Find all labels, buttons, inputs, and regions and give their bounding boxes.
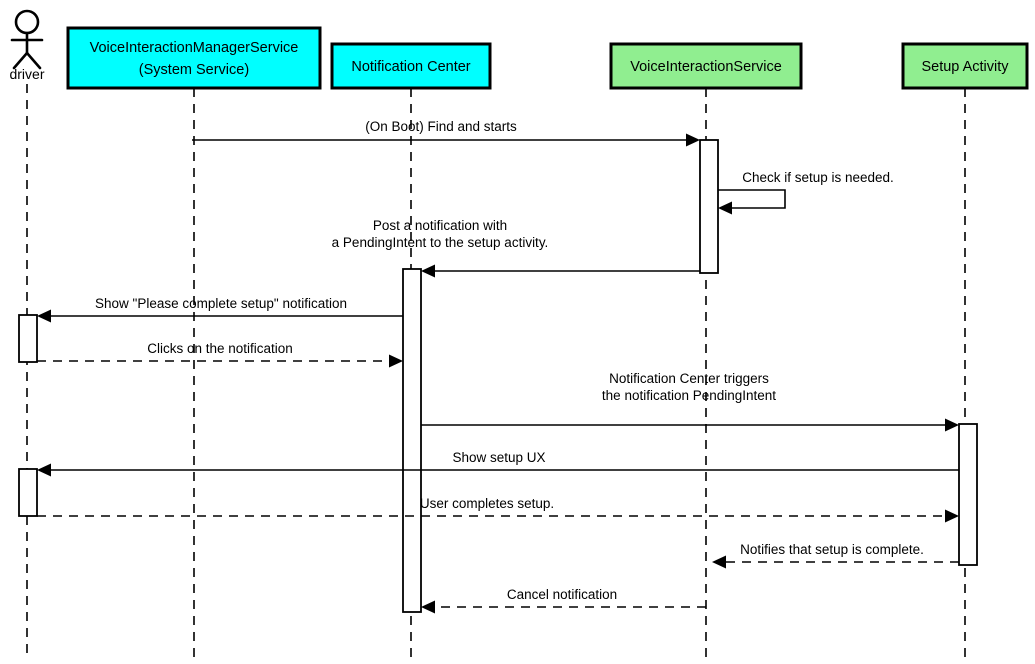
message-label-msg-8: User completes setup. <box>420 496 554 511</box>
lifelines-layer <box>26 84 966 660</box>
arrow-head-msg-1 <box>686 133 700 147</box>
message-label-msg-10: Cancel notification <box>507 587 617 602</box>
message-label-msg-1: (On Boot) Find and starts <box>365 119 517 134</box>
actor-leg-right-icon <box>25 51 42 70</box>
arrow-head-msg-9 <box>712 555 726 569</box>
arrow-head-msg-4 <box>37 309 51 323</box>
activation-bar-vis <box>699 139 719 274</box>
message-msg-1: (On Boot) Find and starts <box>192 119 700 147</box>
message-label-msg-4: Show "Please complete setup" notificatio… <box>95 296 347 311</box>
message-label-msg-6: the notification PendingIntent <box>602 388 776 403</box>
arrow-head-msg-6 <box>945 418 959 432</box>
arrow-head-msg-5 <box>389 354 403 368</box>
arrow-head-msg-2 <box>718 201 732 215</box>
participant-label-notif: Notification Center <box>351 59 470 75</box>
activation-bar-driver <box>18 468 38 517</box>
message-msg-2: Check if setup is needed. <box>718 170 894 215</box>
message-msg-5: Clicks on the notification <box>37 341 403 368</box>
activation-bar-notif <box>402 268 422 613</box>
activation-bar-driver <box>18 314 38 363</box>
message-label-msg-6: Notification Center triggers <box>609 371 769 386</box>
actor-leg-left-icon <box>12 51 29 70</box>
activation-bars-layer <box>18 139 978 613</box>
message-msg-3: Post a notification with a PendingIntent … <box>332 218 700 278</box>
participant-vis[interactable]: VoiceInteractionService <box>609 42 803 90</box>
arrow-head-msg-8 <box>945 509 959 523</box>
participant-setup[interactable]: Setup Activity <box>901 42 1029 90</box>
participant-notif[interactable]: Notification Center <box>330 42 492 90</box>
message-label-msg-3: a PendingIntent to the setup activity. <box>332 235 549 250</box>
message-label-msg-2: Check if setup is needed. <box>742 170 894 185</box>
actor-head-icon <box>14 9 40 35</box>
message-label-msg-5: Clicks on the notification <box>147 341 293 356</box>
participant-box-vims[interactable] <box>66 26 322 90</box>
participant-driver[interactable]: driver <box>9 9 45 82</box>
participant-box-vis[interactable] <box>609 42 803 90</box>
activation-bar-setup <box>958 423 978 566</box>
participant-sublabel-vims: (System Service) <box>139 62 249 78</box>
message-msg-7: Show setup UX <box>37 450 959 477</box>
message-msg-8: User completes setup. <box>37 496 959 523</box>
arrow-head-msg-3 <box>421 264 435 278</box>
message-msg-4: Show "Please complete setup" notificatio… <box>37 296 403 323</box>
participant-label-setup: Setup Activity <box>921 59 1009 75</box>
message-msg-6: Notification Center triggers the notifica… <box>421 371 959 432</box>
participant-label-vis: VoiceInteractionService <box>630 59 782 75</box>
participant-label-vims: VoiceInteractionManagerService <box>90 40 299 56</box>
participant-label-driver: driver <box>9 66 44 82</box>
arrow-head-msg-10 <box>421 600 435 614</box>
message-msg-9: Notifies that setup is complete. <box>712 542 959 569</box>
participant-headers-layer: driver VoiceInteractionManagerService (Sys… <box>9 9 1029 90</box>
message-msg-10: Cancel notification <box>421 587 706 614</box>
participant-box-notif[interactable] <box>330 42 492 90</box>
arrow-head-msg-7 <box>37 463 51 477</box>
participant-box-setup[interactable] <box>901 42 1029 90</box>
participant-vims[interactable]: VoiceInteractionManagerService (System Se… <box>66 26 322 90</box>
message-label-msg-7: Show setup UX <box>452 450 545 465</box>
message-label-msg-9: Notifies that setup is complete. <box>740 542 924 557</box>
message-label-msg-3: Post a notification with <box>373 218 507 233</box>
message-line-msg-2 <box>718 189 786 209</box>
